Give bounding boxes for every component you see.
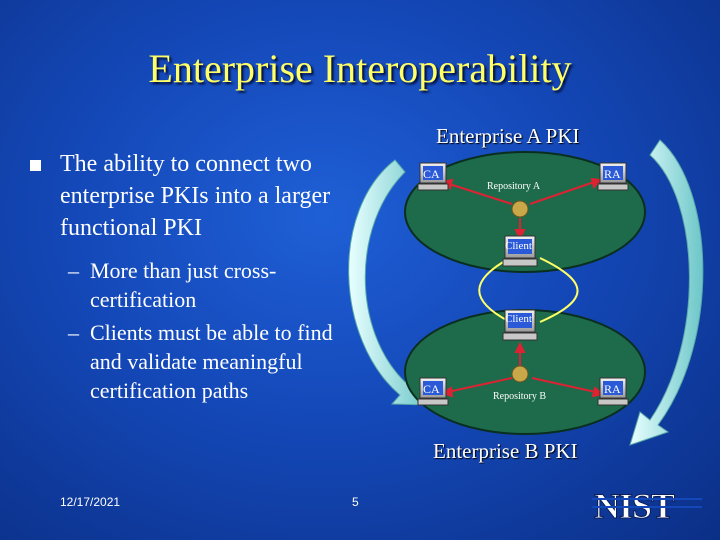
ra-b-label: RA [604, 382, 621, 396]
client-a-label: Client [505, 240, 532, 252]
client-b-label: Client [505, 313, 532, 325]
footer-date: 12/17/2021 [60, 495, 121, 509]
ca-a-computer-icon [417, 162, 449, 191]
sub-bullet-clients: – Clients must be able to find and valid… [68, 318, 338, 405]
enterprise-b-links [440, 341, 605, 398]
ra-a-computer-icon [597, 162, 629, 191]
right-curved-arrow [629, 139, 704, 446]
enterprise-b-label: Enterprise B PKI [433, 439, 578, 463]
slide-title: Enterprise Interoperability [148, 46, 572, 91]
ra-b-computer-icon [597, 377, 629, 406]
nist-logo-icon: NIST [592, 486, 702, 525]
ra-a-label: RA [604, 167, 621, 181]
sub-bullet-cross-cert: – More than just cross-certification [68, 256, 338, 314]
client-b-computer-icon [502, 309, 538, 341]
repository-b-label: Repository B [493, 391, 546, 402]
hub-a-icon [511, 200, 529, 218]
enterprise-a-label: Enterprise A PKI [436, 124, 580, 148]
client-a-computer-icon [502, 235, 538, 267]
left-curved-arrow [348, 159, 431, 406]
repository-a-label: Repository A [487, 181, 541, 192]
hub-b-icon [511, 365, 529, 383]
ca-a-label: CA [423, 167, 440, 181]
ca-b-label: CA [423, 382, 440, 396]
sub-bullet-text: More than just cross-certification [90, 258, 277, 312]
dash-marker: – [68, 258, 79, 283]
cross-link-curve [478, 257, 511, 323]
sub-bullet-text: Clients must be able to find and validat… [90, 320, 333, 403]
main-bullet: The ability to connect two enterprise PK… [60, 151, 331, 241]
bullet-marker [30, 160, 41, 171]
dash-marker: – [68, 320, 79, 345]
ca-b-computer-icon [417, 377, 449, 406]
cross-link-curve-2 [539, 257, 579, 323]
footer-page-number: 5 [352, 495, 359, 509]
svg-text:NIST: NIST [594, 486, 675, 525]
